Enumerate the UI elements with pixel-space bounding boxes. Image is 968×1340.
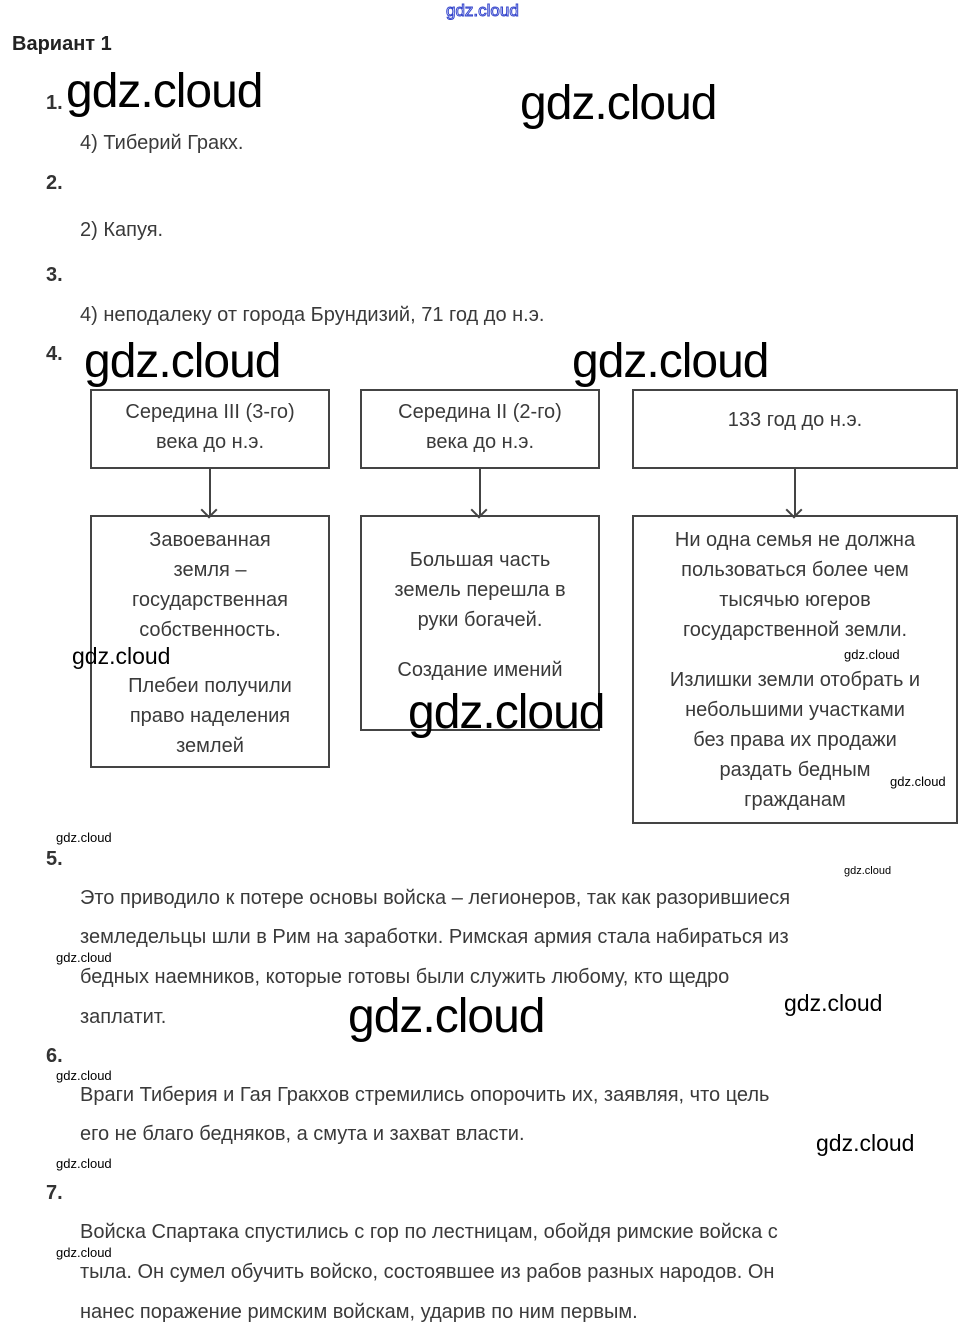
watermark: gdz.cloud xyxy=(66,65,263,118)
question-number: 6. xyxy=(46,1045,63,1067)
watermark: gdz.cloud xyxy=(844,647,900,662)
event-text: пользоваться более чем xyxy=(681,559,909,581)
event-box: Большая часть земель перешла в руки бога… xyxy=(360,515,600,731)
answer: 2) Капуя. xyxy=(80,219,164,241)
event-text: собственность. xyxy=(139,619,281,641)
period-box: Середина III (3-го) века до н.э. xyxy=(90,389,330,469)
event-text: земля – xyxy=(173,559,247,581)
event-text: Большая часть xyxy=(409,549,551,571)
watermark: gdz.cloud xyxy=(446,1,520,20)
arrow-down-icon xyxy=(479,469,481,515)
question-number: 2. xyxy=(46,172,63,194)
event-text: Плебеи получили xyxy=(128,675,292,697)
watermark: gdz.cloud xyxy=(56,1156,112,1171)
question-number: 3. xyxy=(46,264,63,286)
watermark: gdz.cloud xyxy=(56,950,112,965)
watermark: gdz.cloud xyxy=(408,686,605,739)
event-text: тысячью югеров xyxy=(719,589,871,611)
period-text: века до н.э. xyxy=(155,431,265,453)
event-text: землей xyxy=(176,735,244,757)
answer: 4) неподалеку от города Брундизий, 71 го… xyxy=(80,304,545,326)
watermark: gdz.cloud xyxy=(844,865,892,877)
question-number: 4. xyxy=(46,343,63,365)
event-box: Завоеванная земля – государственная собс… xyxy=(90,515,330,768)
period-text: 133 год до н.э. xyxy=(727,409,863,431)
answer: 4) Тиберий Гракх. xyxy=(80,132,244,154)
answer-line: Это приводило к потере основы войска – л… xyxy=(80,887,791,909)
page-title: Вариант 1 xyxy=(12,33,112,55)
watermark: gdz.cloud xyxy=(56,1245,112,1260)
event-text: Ни одна семья не должна xyxy=(674,529,916,551)
event-text: небольшими участками xyxy=(685,699,905,721)
event-text: Излишки земли отобрать и xyxy=(669,669,921,691)
arrow-down-icon xyxy=(209,469,211,515)
answer-line: тыла. Он сумел обучить войско, состоявше… xyxy=(80,1261,775,1283)
watermark: gdz.cloud xyxy=(348,990,545,1043)
watermark: gdz.cloud xyxy=(816,1130,915,1156)
watermark: gdz.cloud xyxy=(84,335,281,388)
answer-line: нанес поражение римским войскам, ударив … xyxy=(80,1301,638,1323)
period-text: Середина II (2-го) xyxy=(398,401,562,423)
period-box: 133 год до н.э. xyxy=(632,389,958,469)
watermark: gdz.cloud xyxy=(56,1068,112,1083)
period-text: Середина III (3-го) xyxy=(125,401,295,423)
question-number: 5. xyxy=(46,848,63,870)
answer-line: его не благо бедняков, а смута и захват … xyxy=(80,1123,525,1145)
event-text: земель перешла в xyxy=(394,579,566,601)
event-text: Создание имений xyxy=(397,659,563,681)
event-text: гражданам xyxy=(744,789,846,811)
event-text: Завоеванная xyxy=(149,529,271,551)
event-text: без права их продажи xyxy=(693,729,897,751)
question-number: 7. xyxy=(46,1182,63,1204)
event-text: государственной земли. xyxy=(682,619,908,641)
answer-line: бедных наемников, которые готовы были сл… xyxy=(80,966,730,988)
watermark: gdz.cloud xyxy=(72,643,171,669)
period-box: Середина II (2-го) века до н.э. xyxy=(360,389,600,469)
watermark: gdz.cloud xyxy=(572,335,769,388)
event-text: право наделения xyxy=(129,705,291,727)
watermark: gdz.cloud xyxy=(784,990,883,1016)
event-text: государственная xyxy=(132,589,288,611)
event-text: раздать бедным xyxy=(719,759,871,781)
answer-line: земледельцы шли в Рим на заработки. Римс… xyxy=(80,926,789,948)
event-text: руки богачей. xyxy=(417,609,543,631)
arrow-down-icon xyxy=(794,469,796,515)
watermark: gdz.cloud xyxy=(56,830,112,845)
period-text: века до н.э. xyxy=(425,431,535,453)
watermark: gdz.cloud xyxy=(890,774,946,789)
event-box: Ни одна семья не должна пользоваться бол… xyxy=(632,515,958,824)
answer-line: заплатит. xyxy=(80,1006,167,1028)
answer-line: Враги Тиберия и Гая Гракхов стремились о… xyxy=(80,1084,770,1106)
watermark: gdz.cloud xyxy=(520,77,717,130)
answer-line: Войска Спартака спустились с гор по лест… xyxy=(80,1221,778,1243)
question-number: 1. xyxy=(46,92,63,114)
